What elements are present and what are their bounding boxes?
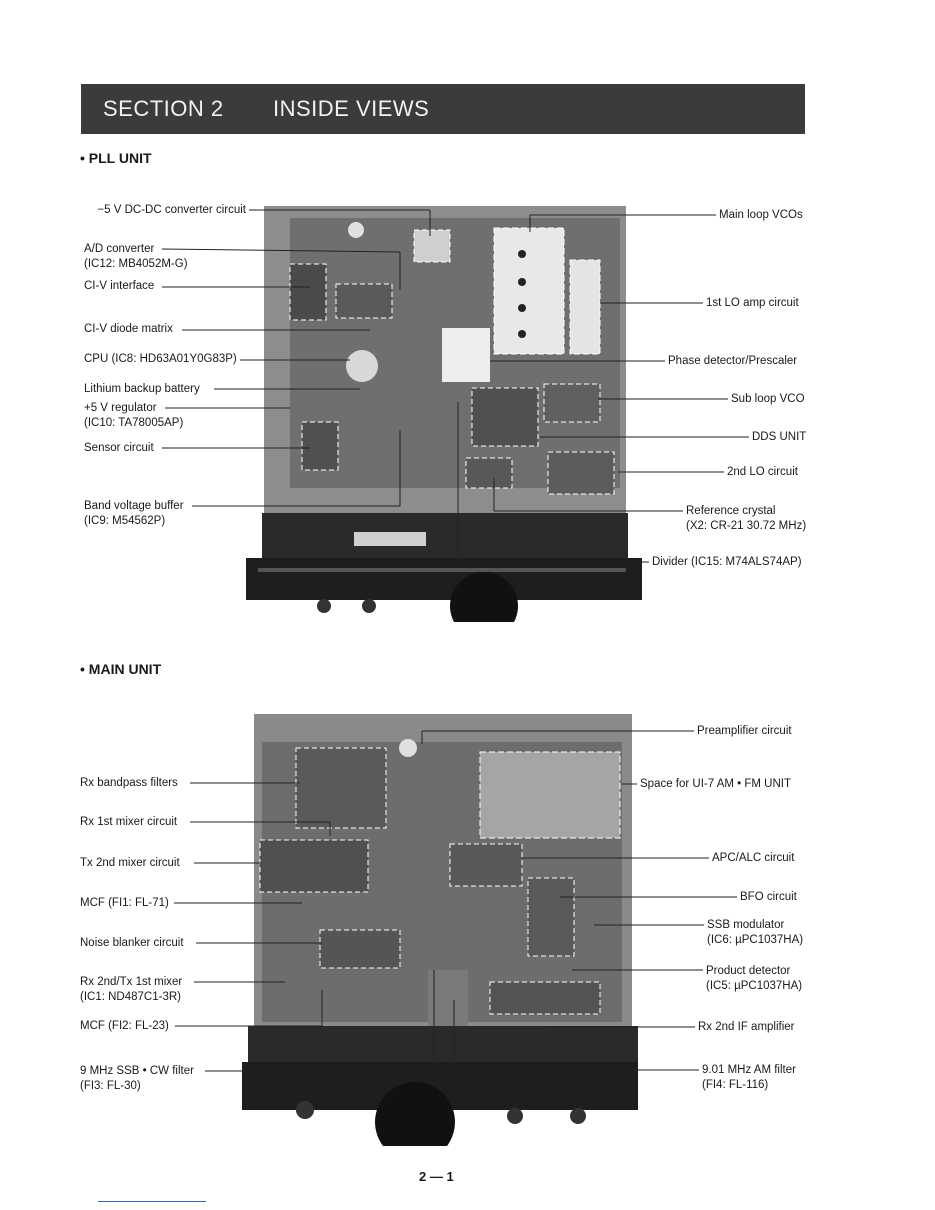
main-unit-photo: [242, 714, 638, 1146]
main-label-ui7-space: Space for UI-7 AM • FM UNIT: [640, 778, 791, 790]
main-label-rx-2nd-tx-1st-mixer: Rx 2nd/Tx 1st mixer(IC1: ND487C1-3R): [80, 976, 183, 1003]
main-unit-heading: • MAIN UNIT: [80, 661, 162, 677]
pll-label-main-loop-vcos: Main loop VCOs: [719, 209, 803, 221]
main-label-9mhz-filter: 9 MHz SSB • CW filter(FI3: FL-30): [80, 1065, 194, 1092]
main-leader-lines: [174, 730, 737, 1072]
section-number: SECTION 2: [103, 96, 224, 121]
main-label-901mhz-am-filter: 9.01 MHz AM filter(FI4: FL-116): [702, 1064, 796, 1091]
pll-label-reference-crystal: Reference crystal(X2: CR-21 30.72 MHz): [686, 505, 807, 532]
main-label-apc-alc: APC/ALC circuit: [712, 852, 795, 864]
pll-label-ad-converter: A/D converter(IC12: MB4052M-G): [84, 243, 188, 270]
main-label-bfo: BFO circuit: [740, 891, 797, 903]
pll-label-phase-detector: Phase detector/Prescaler: [668, 355, 798, 367]
main-label-mcf-fi2: MCF (FI2: FL-23): [80, 1020, 169, 1032]
footer-rule: [98, 1201, 206, 1202]
pll-label-2nd-lo: 2nd LO circuit: [727, 466, 798, 478]
section-title: INSIDE VIEWS: [273, 96, 430, 121]
pll-label-1st-lo-amp: 1st LO amp circuit: [706, 297, 799, 309]
main-label-product-detector: Product detector(IC5: µPC1037HA): [706, 965, 803, 992]
main-label-ssb-modulator: SSB modulator(IC6: µPC1037HA): [707, 919, 804, 946]
pll-label-lithium-battery: Lithium backup battery: [84, 383, 200, 395]
pll-unit-photo: [246, 206, 642, 622]
pll-label-sensor-circuit: Sensor circuit: [84, 442, 154, 454]
pll-label-divider: Divider (IC15: M74ALS74AP): [652, 556, 802, 568]
main-label-mcf-fi1: MCF (FI1: FL-71): [80, 897, 169, 909]
main-label-tx-2nd-mixer: Tx 2nd mixer circuit: [80, 857, 180, 869]
page-number: 2 — 1: [419, 1169, 454, 1184]
section-header-bar: SECTION 2 INSIDE VIEWS: [81, 84, 805, 134]
pll-label-civ-interface: CI-V interface: [84, 280, 155, 292]
pll-unit-heading: • PLL UNIT: [80, 150, 152, 166]
pll-label-dc-dc-converter: −5 V DC-DC converter circuit: [97, 204, 246, 216]
pll-label-5v-regulator: +5 V regulator(IC10: TA78005AP): [84, 402, 184, 429]
pll-label-band-voltage-buffer: Band voltage buffer(IC9: M54562P): [84, 500, 184, 527]
pll-label-civ-diode-matrix: CI-V diode matrix: [84, 323, 173, 335]
pll-label-dds-unit: DDS UNIT: [752, 431, 807, 443]
main-label-rx-bandpass: Rx bandpass filters: [80, 777, 178, 789]
main-label-noise-blanker: Noise blanker circuit: [80, 937, 184, 949]
pll-label-cpu: CPU (IC8: HD63A01Y0G83P): [84, 353, 237, 365]
main-label-preamplifier: Preamplifier circuit: [697, 725, 792, 737]
pll-label-sub-loop-vco: Sub loop VCO: [731, 393, 805, 405]
main-label-rx-1st-mixer: Rx 1st mixer circuit: [80, 816, 178, 828]
pll-leader-lines: [161, 209, 749, 563]
main-label-rx-2nd-if-amp: Rx 2nd IF amplifier: [698, 1021, 795, 1033]
